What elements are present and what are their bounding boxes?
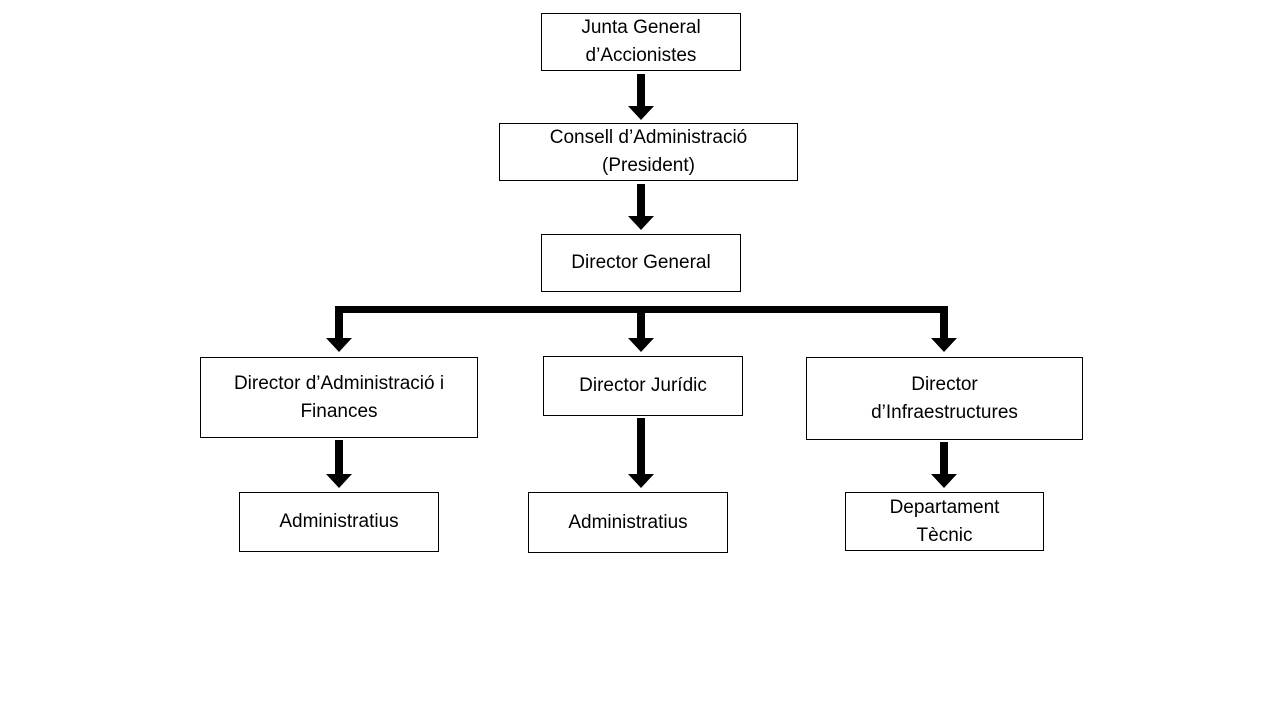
node-director-juridic: Director Jurídic bbox=[543, 356, 743, 416]
connector-consell-to-director-general bbox=[628, 184, 654, 230]
node-label-line: Finances bbox=[300, 400, 378, 422]
connector-director-general-to-infraestructures bbox=[931, 306, 957, 352]
node-administratius-centre: Administratius bbox=[528, 492, 728, 553]
connector-director-general-to-juridic bbox=[628, 306, 654, 352]
node-label-line: Director bbox=[911, 373, 978, 395]
connector-admin-finances-to-administratius bbox=[326, 440, 352, 488]
node-director-administracio-finances: Director d’Administració i Finances bbox=[200, 357, 478, 438]
connector-juridic-to-administratius bbox=[628, 418, 654, 488]
node-label-line: d’Infraestructures bbox=[871, 401, 1018, 423]
node-label-line: Administratius bbox=[568, 511, 688, 533]
node-label-line: Administratius bbox=[279, 511, 399, 532]
node-label-line: Tècnic bbox=[916, 524, 973, 546]
node-departament-tecnic: Departament Tècnic bbox=[845, 492, 1044, 551]
node-label-line: Director d’Administració i bbox=[233, 372, 445, 394]
node-label-line: Consell d’Administració bbox=[549, 127, 748, 148]
node-label-line: d’Accionistes bbox=[585, 45, 697, 66]
node-label-line: Director General bbox=[571, 252, 711, 273]
node-junta-general: Junta General d’Accionistes bbox=[541, 13, 741, 71]
node-administratius-esquerra: Administratius bbox=[239, 492, 439, 552]
connector-junta-to-consell bbox=[628, 74, 654, 120]
connector-director-general-to-admin-finances bbox=[326, 306, 352, 352]
node-consell-administracio: Consell d’Administració (President) bbox=[499, 123, 798, 181]
node-label-line: Departament bbox=[889, 496, 1000, 518]
node-label-line: Director Jurídic bbox=[579, 375, 707, 396]
node-label-line: (President) bbox=[602, 155, 695, 176]
node-director-infraestructures: Director d’Infraestructures bbox=[806, 357, 1083, 440]
connector-infraestructures-to-departament-tecnic bbox=[931, 442, 957, 488]
node-label-line: Junta General bbox=[581, 17, 701, 38]
node-director-general: Director General bbox=[541, 234, 741, 292]
